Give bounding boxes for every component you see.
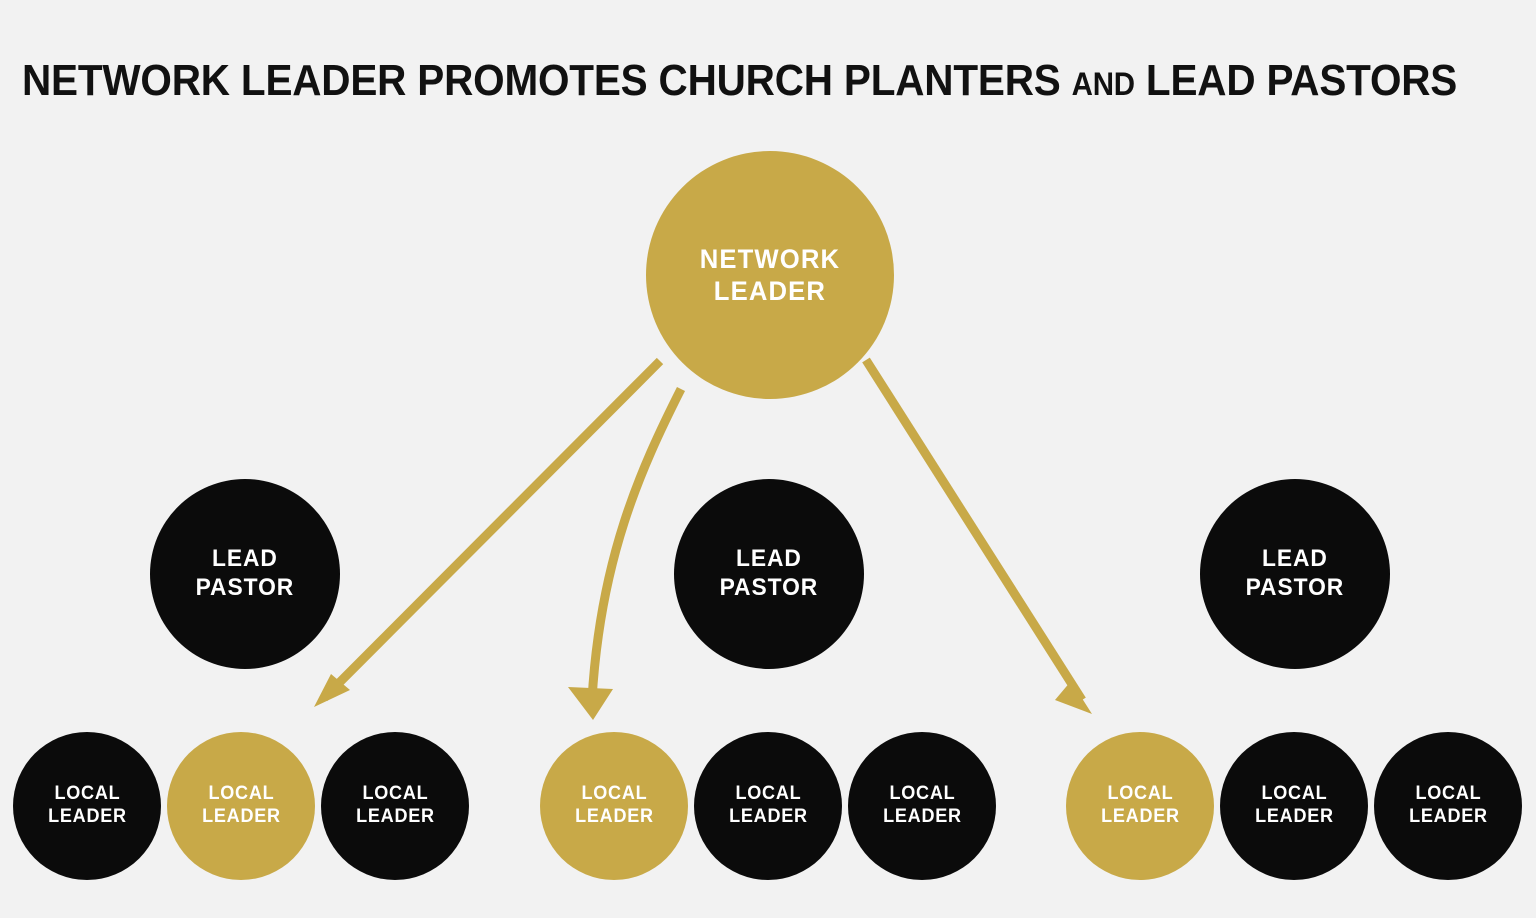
node-local-leader-4[interactable]: LOCAL LEADER <box>540 732 688 880</box>
arrow-root-to-local-4-head <box>568 687 613 720</box>
node-local-leader-2[interactable]: LOCAL LEADER <box>167 732 315 880</box>
node-lead-pastor-1-label: LEAD PASTOR <box>195 545 295 601</box>
node-local-leader-8[interactable]: LOCAL LEADER <box>1220 732 1368 880</box>
node-local-leader-4-label: LOCAL LEADER <box>574 783 654 827</box>
page-title: NETWORK LEADER PROMOTES CHURCH PLANTERS … <box>22 56 1458 105</box>
node-lead-pastor-2-label: LEAD PASTOR <box>719 545 819 601</box>
node-local-leader-5-label: LOCAL LEADER <box>728 783 808 827</box>
arrow-root-to-local-2-head <box>314 674 350 707</box>
arrow-root-to-local-7-head <box>1055 681 1092 714</box>
arrow-root-to-local-2-shaft <box>320 357 664 702</box>
arrow-root-to-local-4-shaft <box>587 386 686 701</box>
node-local-leader-6-label: LOCAL LEADER <box>882 783 962 827</box>
node-lead-pastor-1[interactable]: LEAD PASTOR <box>150 479 340 669</box>
node-local-leader-8-label: LOCAL LEADER <box>1254 783 1334 827</box>
node-network-leader[interactable]: NETWORK LEADER <box>646 151 894 399</box>
node-local-leader-2-label: LOCAL LEADER <box>201 783 281 827</box>
node-lead-pastor-2[interactable]: LEAD PASTOR <box>674 479 864 669</box>
node-local-leader-1-label: LOCAL LEADER <box>47 783 127 827</box>
node-local-leader-9-label: LOCAL LEADER <box>1408 783 1488 827</box>
node-local-leader-9[interactable]: LOCAL LEADER <box>1374 732 1522 880</box>
title-part-1: NETWORK LEADER PROMOTES CHURCH PLANTERS <box>22 56 1072 105</box>
node-local-leader-3[interactable]: LOCAL LEADER <box>321 732 469 880</box>
node-local-leader-7[interactable]: LOCAL LEADER <box>1066 732 1214 880</box>
title-part-2: LEAD PASTORS <box>1134 56 1458 105</box>
node-local-leader-3-label: LOCAL LEADER <box>355 783 435 827</box>
title-part-and: AND <box>1071 66 1135 102</box>
node-local-leader-1[interactable]: LOCAL LEADER <box>13 732 161 880</box>
arrow-root-to-local-7-shaft <box>862 357 1086 703</box>
node-network-leader-label: NETWORK LEADER <box>699 243 841 306</box>
node-local-leader-5[interactable]: LOCAL LEADER <box>694 732 842 880</box>
node-local-leader-7-label: LOCAL LEADER <box>1100 783 1180 827</box>
node-lead-pastor-3[interactable]: LEAD PASTOR <box>1200 479 1390 669</box>
node-lead-pastor-3-label: LEAD PASTOR <box>1245 545 1345 601</box>
node-local-leader-6[interactable]: LOCAL LEADER <box>848 732 996 880</box>
